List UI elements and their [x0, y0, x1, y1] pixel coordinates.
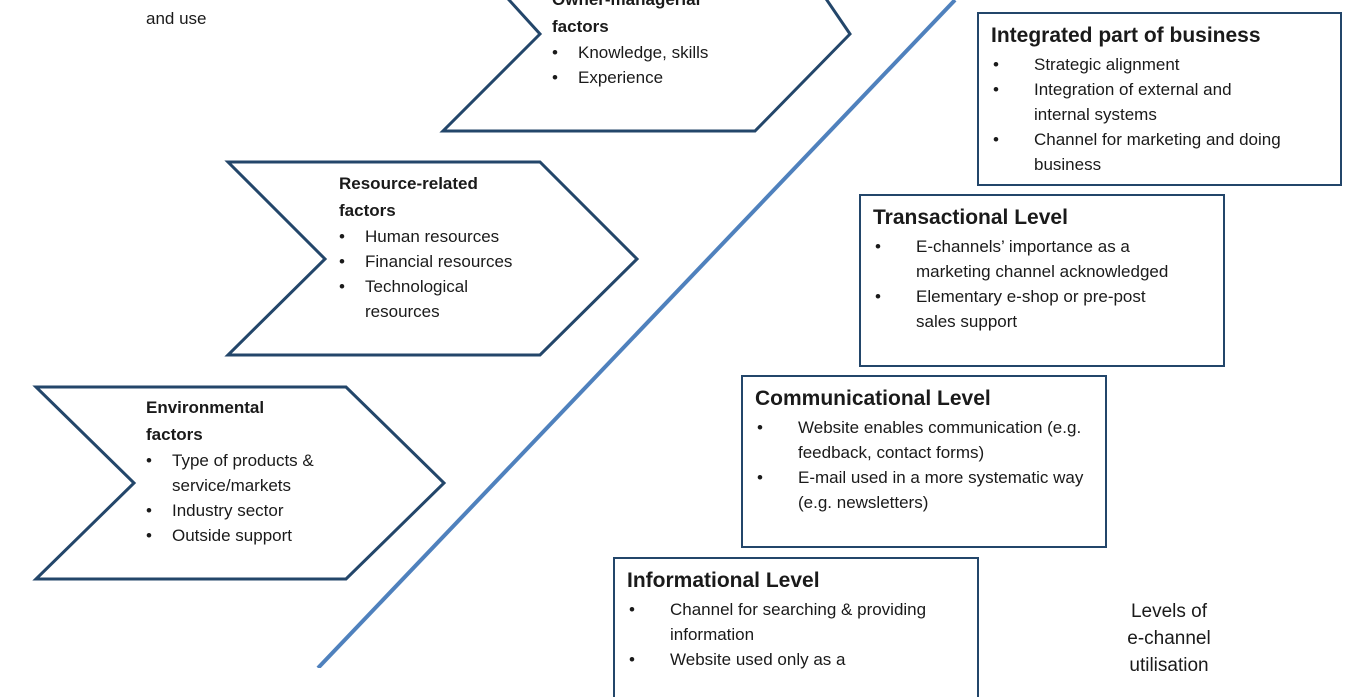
communicational-level-list: Website enables communication (e.g. feed… [755, 415, 1093, 515]
informational-level-box: Informational Level Channel for searchin… [613, 557, 979, 697]
environmental-factor-item: Type of products & service/markets [146, 448, 342, 498]
owner-factors-text: Owner-managerial factors Knowledge, skil… [552, 0, 812, 90]
informational-level-item: Channel for searching & providing inform… [627, 597, 970, 647]
informational-level-title: Informational Level [627, 569, 820, 592]
communicational-level-title: Communicational Level [755, 387, 991, 410]
transactional-level-list: E-channels’ importance as a marketing ch… [873, 234, 1211, 334]
divider-line [316, 0, 957, 668]
transactional-level-title: Transactional Level [873, 206, 1068, 229]
resource-factor-item: Human resources [339, 224, 549, 249]
environmental-factor-item: Industry sector [146, 498, 356, 523]
levels-caption-line2: e-channel [1127, 628, 1211, 649]
integrated-level-item: Channel for marketing and doing business [991, 127, 1319, 177]
levels-caption-line3: utilisation [1129, 655, 1209, 676]
informational-level-list: Channel for searching & providing inform… [627, 597, 965, 672]
integrated-level-box: Integrated part of business Strategic al… [977, 12, 1342, 186]
owner-factors-title-line1: Owner-managerial [552, 0, 812, 13]
resource-factors-title-line1: Resource-related [339, 174, 478, 193]
integrated-level-list: Strategic alignment Integration of exter… [991, 52, 1328, 177]
informational-level-item: Website used only as a [627, 647, 965, 672]
communicational-level-item: E-mail used in a more systematic way (e.… [755, 465, 1098, 515]
resource-factor-item: Financial resources [339, 249, 549, 274]
transactional-level-item: Elementary e-shop or pre-post sales supp… [873, 284, 1186, 334]
resource-factors-title-line2: factors [339, 201, 396, 220]
transactional-level-box: Transactional Level E-channels’ importan… [859, 194, 1225, 367]
levels-caption-line1: Levels of [1130, 601, 1208, 622]
top-left-text: and use [146, 9, 207, 28]
levels-caption: Levels of e-channel utilisation [1104, 598, 1234, 679]
owner-factors-title-line2: factors [552, 17, 609, 36]
resource-factors-list: Human resources Financial resources Tech… [339, 224, 549, 324]
environmental-factors-title-line2: factors [146, 425, 203, 444]
integrated-level-item: Integration of external and internal sys… [991, 77, 1274, 127]
owner-factor-item: Experience [552, 65, 812, 90]
transactional-level-item: E-channels’ importance as a marketing ch… [873, 234, 1206, 284]
integrated-level-item: Strategic alignment [991, 52, 1328, 77]
environmental-factors-list: Type of products & service/markets Indus… [146, 448, 356, 548]
resource-factors-text: Resource-related factors Human resources… [339, 170, 549, 324]
owner-factors-list: Knowledge, skills Experience [552, 40, 812, 90]
resource-factor-item: Technological resources [339, 274, 495, 324]
integrated-level-title: Integrated part of business [991, 24, 1261, 47]
communicational-level-box: Communicational Level Website enables co… [741, 375, 1107, 548]
environmental-factors-text: Environmental factors Type of products &… [146, 394, 356, 548]
owner-factor-item: Knowledge, skills [552, 40, 812, 65]
communicational-level-item: Website enables communication (e.g. feed… [755, 415, 1098, 465]
environmental-factor-item: Outside support [146, 523, 356, 548]
environmental-factors-title-line1: Environmental [146, 398, 265, 417]
